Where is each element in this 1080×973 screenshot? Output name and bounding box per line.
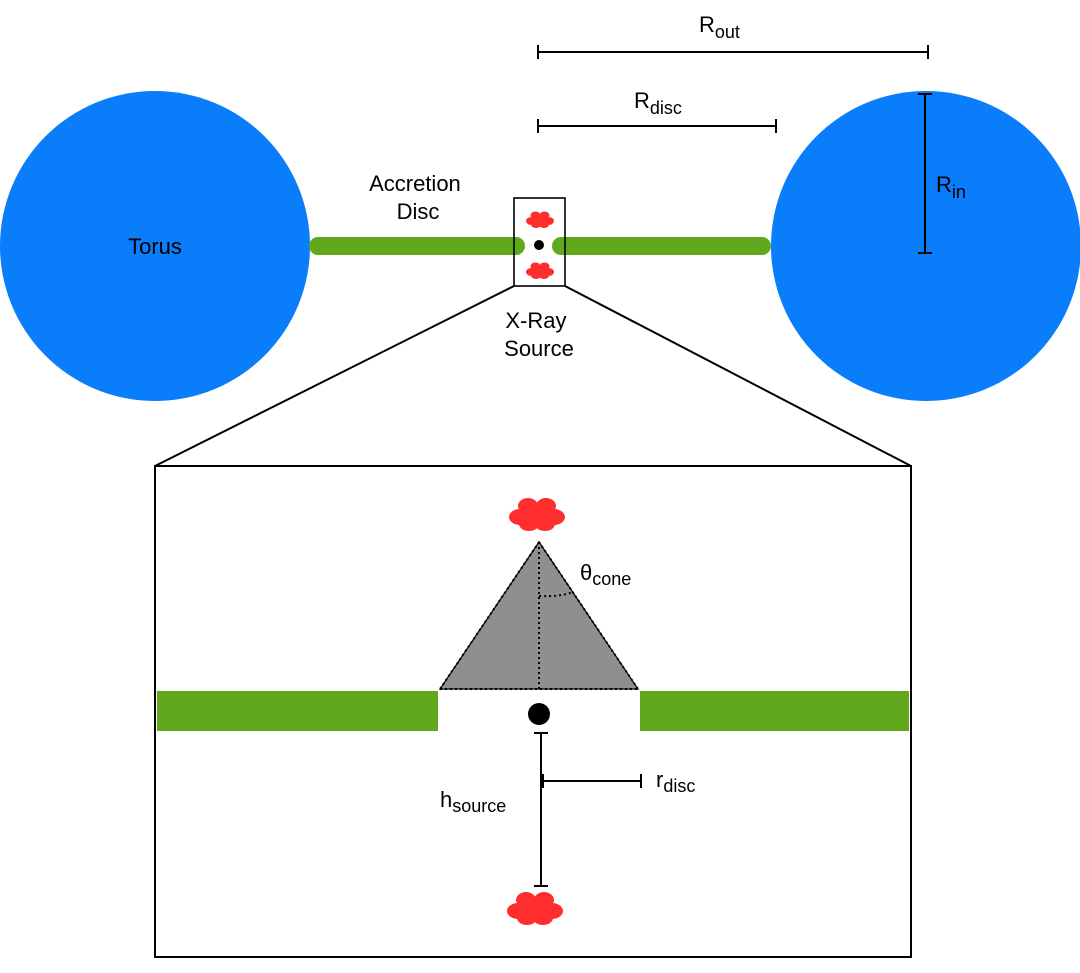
r-disc-inner-label-sub: disc — [663, 776, 695, 796]
r-out-label: Rout — [699, 12, 740, 42]
theta-cone-label-main: θ — [580, 560, 592, 585]
torus-left — [0, 91, 310, 401]
cloud-bottom-small — [526, 262, 554, 279]
r-disc-outer-label-sub: disc — [650, 98, 682, 118]
h-source-label: hsource — [440, 787, 506, 816]
accretion-disc-label-line2: Disc — [397, 199, 440, 224]
accretion-disc-label-line1: Accretion — [369, 171, 461, 196]
torus-label: Torus — [128, 234, 182, 259]
theta-cone-angle-arc — [538, 591, 574, 598]
h-source-label-sub: source — [452, 796, 506, 816]
r-out-label-sub: out — [715, 22, 740, 42]
xray-source-label: X-Ray Source — [504, 308, 574, 361]
h-source-dimension — [534, 732, 548, 887]
r-out-dimension — [537, 45, 929, 59]
xray-source-label-line1: X-Ray — [505, 308, 566, 333]
r-disc-outer-label: Rdisc — [634, 88, 682, 118]
zoom-line-left — [154, 285, 515, 467]
inset-disc-left — [157, 691, 438, 731]
accretion-disc-left-segment — [309, 237, 525, 255]
accretion-disc-right-segment — [552, 237, 771, 255]
r-in-dimension — [918, 93, 932, 254]
r-in-label: Rin — [936, 172, 966, 202]
zoom-line-right — [564, 285, 912, 467]
r-in-label-main: R — [936, 172, 952, 197]
xray-source-label-line2: Source — [504, 336, 574, 361]
black-hole-small — [534, 240, 544, 250]
inset-disc-right — [640, 691, 909, 731]
r-disc-inner-label: rdisc — [656, 767, 695, 796]
h-source-label-main: h — [440, 787, 452, 812]
r-disc-outer-dimension — [537, 119, 777, 133]
r-disc-inner-dimension — [542, 774, 642, 788]
xray-source-box — [513, 197, 566, 287]
theta-cone-label-sub: cone — [592, 569, 631, 589]
accretion-disc-label: Accretion Disc — [369, 171, 467, 224]
r-disc-inner-label-main: r — [656, 767, 663, 792]
black-hole-large — [528, 703, 550, 725]
theta-cone-label: θcone — [580, 560, 631, 589]
r-in-label-sub: in — [952, 182, 966, 202]
cloud-top-small — [526, 211, 554, 228]
r-out-label-main: R — [699, 12, 715, 37]
r-disc-outer-label-main: R — [634, 88, 650, 113]
